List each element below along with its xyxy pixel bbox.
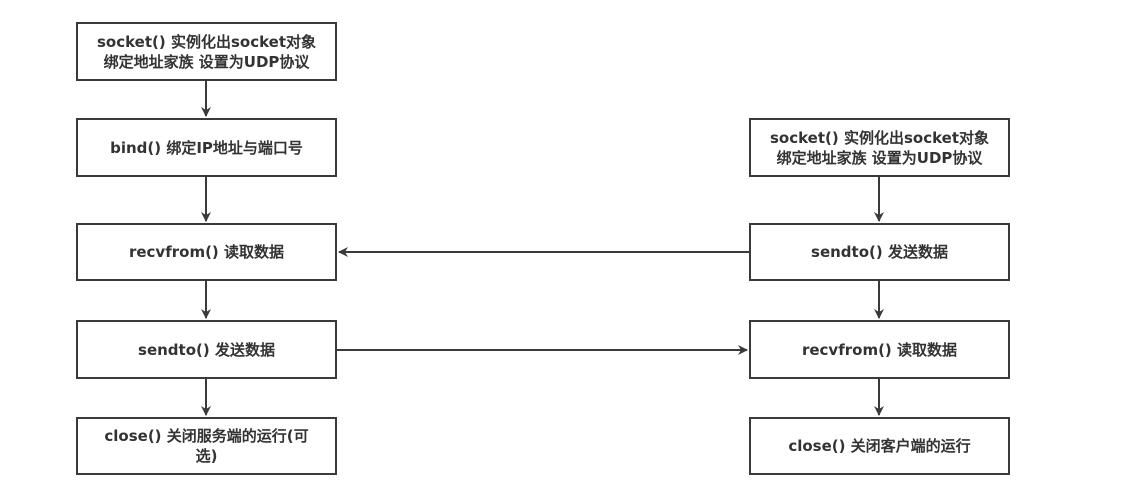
client-sendto-label: sendto() 发送数据 (811, 243, 948, 261)
server-recvfrom-label: recvfrom() 读取数据 (128, 243, 285, 261)
client-socket-label: socket() 实例化出socket对象 绑定地址家族 设置为UDP协议 (769, 128, 990, 167)
client-recvfrom-box: recvfrom() 读取数据 (749, 320, 1010, 379)
server-bind-box: bind() 绑定IP地址与端口号 (76, 118, 337, 177)
server-sendto-box: sendto() 发送数据 (76, 320, 337, 379)
client-close-box: close() 关闭客户端的运行 (749, 417, 1010, 475)
client-sendto-box: sendto() 发送数据 (749, 223, 1010, 281)
server-sendto-label: sendto() 发送数据 (138, 340, 275, 359)
client-socket-box: socket() 实例化出socket对象 绑定地址家族 设置为UDP协议 (749, 118, 1010, 177)
client-close-label: close() 关闭客户端的运行 (788, 437, 971, 455)
server-close-label: close() 关闭服务端的运行(可 选) (104, 427, 309, 465)
server-socket-box: socket() 实例化出socket对象 绑定地址家族 设置为UDP协议 (76, 22, 337, 81)
server-recvfrom-box: recvfrom() 读取数据 (76, 223, 337, 281)
server-close-box: close() 关闭服务端的运行(可 选) (76, 417, 337, 475)
server-socket-label: socket() 实例化出socket对象 绑定地址家族 设置为UDP协议 (96, 32, 317, 71)
client-recvfrom-label: recvfrom() 读取数据 (801, 340, 958, 359)
server-bind-label: bind() 绑定IP地址与端口号 (110, 138, 303, 157)
